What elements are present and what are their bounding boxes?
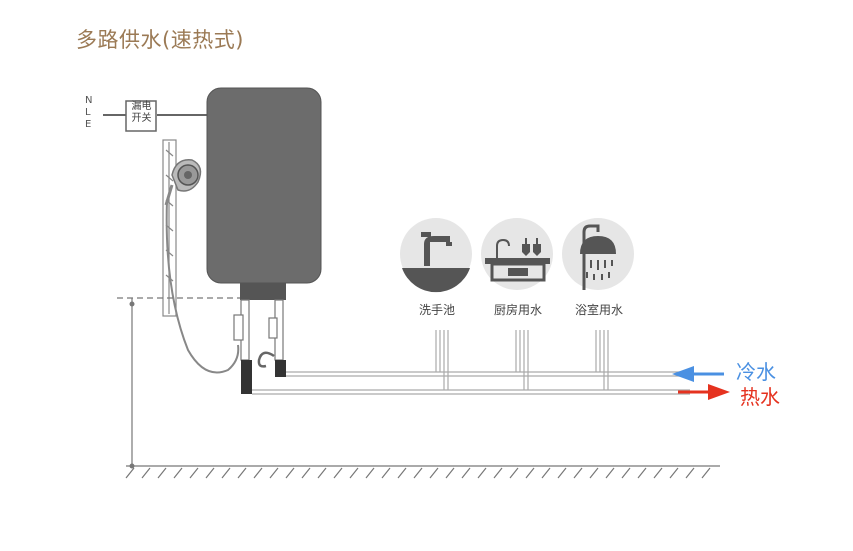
- ground: [125, 465, 720, 479]
- leakage-switch-label: 漏电开关: [131, 101, 152, 124]
- cold-water-arrow: [672, 366, 724, 382]
- washbasin-faucet-icon: [400, 218, 472, 293]
- fixture-label-kitchen: 厨房用水: [493, 303, 542, 317]
- diagram-title: 多路供水(速热式): [76, 28, 244, 52]
- shower-head-icon: [562, 218, 634, 290]
- power-line-n-label: N: [85, 95, 93, 106]
- hand-shower-icon: [164, 159, 202, 206]
- fixture-label-bathroom: 浴室用水: [574, 303, 623, 317]
- leakage-switch-box: [125, 100, 157, 132]
- power-line-e-label: E: [85, 119, 92, 130]
- cold-water-label: 冷水: [736, 360, 776, 384]
- heater-connector: [240, 283, 286, 300]
- heater-pipes: [233, 299, 284, 361]
- water-heater: [206, 87, 322, 284]
- shower-hose: [165, 199, 240, 374]
- valves: [241, 360, 286, 394]
- hot-water-arrow: [678, 384, 730, 400]
- cold-inlet-valve: [257, 351, 275, 368]
- hot-water-label: 热水: [740, 385, 780, 409]
- shower-rail: [162, 139, 177, 317]
- kitchen-sink-icon: [481, 218, 553, 290]
- power-line-l-label: L: [85, 107, 91, 118]
- fixture-label-washbasin: 洗手池: [418, 303, 455, 317]
- supply-pipes: [252, 330, 690, 395]
